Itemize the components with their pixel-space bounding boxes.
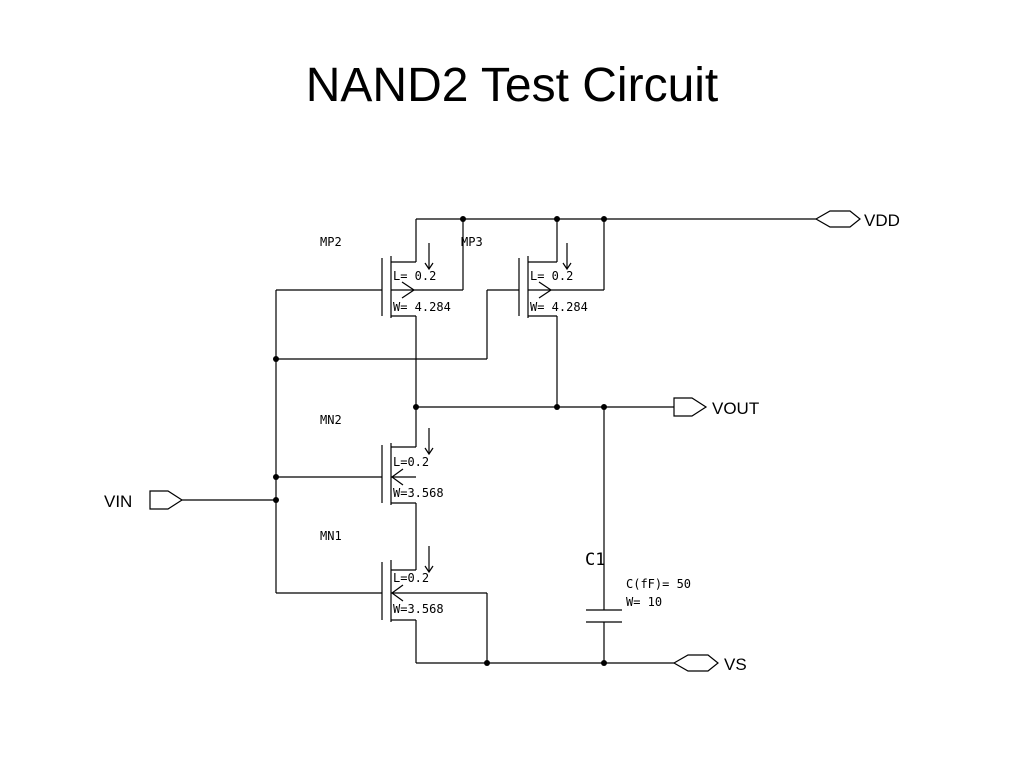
c1-capacitance: C(fF)= 50: [626, 577, 691, 591]
mn1-name: MN1: [320, 529, 342, 543]
mn2-length: L=0.2: [393, 455, 429, 469]
slide-title: NAND2 Test Circuit: [305, 59, 719, 112]
vin-port: VIN: [104, 490, 184, 511]
vout-port: VOUT: [673, 397, 759, 418]
mn1-width: W=3.568: [393, 602, 444, 616]
mn1-length: L=0.2: [393, 571, 429, 585]
vdd-port: VDD: [814, 210, 900, 230]
vdd-rail: [416, 216, 816, 222]
mp3-width: W= 4.284: [530, 300, 588, 314]
capacitor-c1: C1 C(fF)= 50 W= 10: [585, 407, 691, 663]
transistor-mp2: MP2 L= 0.2 W= 4.284: [276, 219, 464, 407]
mn2-width: W=3.568: [393, 486, 444, 500]
mn2-name: MN2: [320, 413, 342, 427]
transistor-mp3: MP3 L= 0.2 W= 4.284: [461, 219, 605, 407]
mp2-width: W= 4.284: [393, 300, 451, 314]
c1-width: W= 10: [626, 595, 662, 609]
vs-port: VS: [672, 654, 747, 674]
vs-rail: [416, 660, 674, 666]
vout-label: VOUT: [712, 399, 759, 418]
vin-label: VIN: [104, 492, 132, 511]
c1-name: C1: [585, 550, 605, 570]
mp3-name: MP3: [461, 235, 483, 249]
vin-net: [182, 290, 487, 593]
vout-net: [413, 404, 674, 410]
transistor-mn2: MN2 L=0.2 W=3.568: [276, 407, 444, 570]
vdd-label: VDD: [864, 211, 900, 230]
mp2-length: L= 0.2: [393, 269, 436, 283]
vs-label: VS: [724, 655, 747, 674]
mp3-length: L= 0.2: [530, 269, 573, 283]
transistor-mn1: MN1 L=0.2 W=3.568: [276, 529, 488, 663]
mp2-name: MP2: [320, 235, 342, 249]
